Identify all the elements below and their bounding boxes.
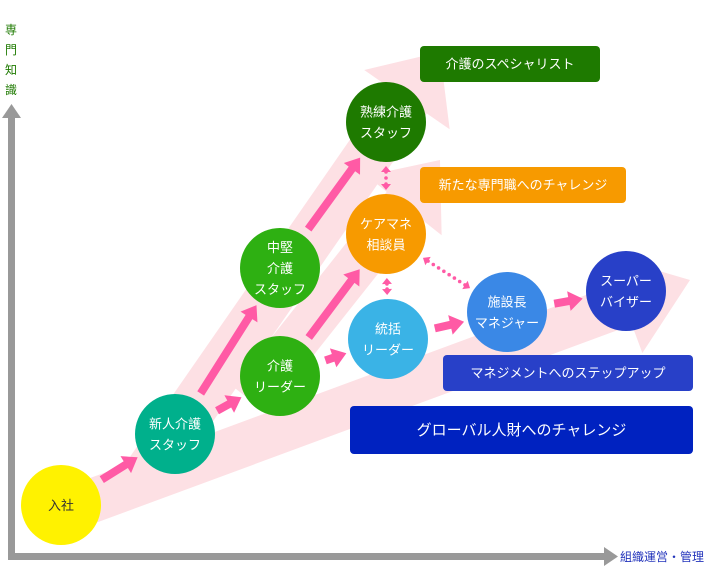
dot [452, 276, 457, 280]
solid-arrow [324, 348, 347, 368]
dot [385, 282, 389, 286]
solid-arrow [433, 315, 465, 335]
connection-arrows [99, 157, 583, 484]
node-label: スタッフ [360, 127, 412, 142]
dot [457, 279, 462, 284]
label-management: マネジメントへのステップアップ [443, 355, 693, 391]
node-circle [346, 194, 426, 274]
y-axis-arrow-icon [2, 104, 21, 118]
label-text: マネジメントへのステップアップ [470, 367, 665, 382]
solid-arrow [305, 269, 360, 340]
node-label: 介護 [267, 261, 293, 277]
dot [447, 272, 451, 277]
node-label: 入社 [48, 498, 74, 514]
node-circle [348, 299, 428, 379]
label-specialist: 介護のスペシャリスト [420, 46, 600, 82]
solid-arrow [99, 456, 138, 484]
dot [431, 262, 436, 267]
dot [426, 259, 430, 263]
node-nyusha: 入社 [21, 465, 101, 545]
dotted-double-arrow [381, 166, 391, 190]
dot [384, 182, 388, 186]
node-circle [240, 336, 320, 416]
node-label: ケアマネ [360, 218, 412, 233]
dot [442, 269, 446, 274]
dot [384, 176, 388, 180]
label-box [350, 406, 693, 454]
dot [463, 283, 467, 287]
node-label: 新人介護 [149, 417, 201, 433]
node-label: 施設長 [487, 295, 526, 311]
label-global: グローバル人財へのチャレンジ [350, 406, 693, 454]
label-new-specialty: 新たな専門職へのチャレンジ [420, 167, 626, 203]
node-label: マネジャー [475, 317, 539, 332]
dotted-double-arrow [422, 256, 471, 290]
node-label: スタッフ [149, 439, 201, 454]
arrowhead-icon [381, 184, 391, 190]
label-box [420, 46, 600, 82]
y-axis-label-char: 識 [5, 83, 17, 97]
node-label: 熟練介護 [360, 105, 412, 121]
node-label: リーダー [362, 344, 414, 359]
dot [436, 266, 441, 270]
node-label: 相談員 [366, 238, 405, 254]
node-circle [586, 251, 666, 331]
label-text: 介護のスペシャリスト [445, 57, 574, 73]
y-axis-label-char: 門 [5, 43, 17, 57]
x-axis-line [8, 553, 608, 560]
solid-arrow [553, 291, 583, 311]
solid-arrow [304, 157, 361, 232]
solid-arrow [197, 305, 258, 396]
label-text: グローバル人財へのチャレンジ [417, 421, 627, 439]
node-circle [135, 394, 215, 474]
y-axis-line [8, 115, 15, 560]
arrowhead-icon [381, 277, 392, 285]
label-box [443, 355, 693, 391]
node-label: 統括 [375, 323, 401, 338]
node-circle [240, 228, 320, 308]
label-box [420, 167, 626, 203]
node-label: スーパー [600, 275, 652, 290]
x-axis-label: 組織運営・管理 [620, 549, 704, 564]
node-label: リーダー [254, 381, 306, 396]
x-axis-arrow-icon [604, 547, 618, 566]
arrowhead-icon [381, 166, 391, 172]
dot [385, 287, 389, 291]
node-circle [467, 272, 547, 352]
label-text: 新たな専門職へのチャレンジ [439, 178, 608, 194]
node-label: バイザー [600, 296, 652, 311]
node-label: スタッフ [254, 283, 306, 298]
node-label: 介護 [267, 359, 293, 375]
dotted-double-arrow [381, 277, 393, 296]
node-circle [346, 82, 426, 162]
node-label: 中堅 [267, 241, 293, 256]
career-nodes: 入社新人介護スタッフ中堅介護スタッフ介護リーダー熟練介護スタッフケアマネ相談員統… [21, 82, 666, 545]
dot [384, 170, 388, 174]
y-axis-label-char: 専 [5, 23, 17, 37]
solid-arrow [215, 395, 242, 415]
y-axis-label-char: 知 [5, 63, 17, 77]
arrowhead-icon [382, 288, 393, 296]
node-circle [21, 465, 101, 545]
category-labels: 介護のスペシャリスト新たな専門職へのチャレンジマネジメントへのステップアップグロ… [350, 46, 693, 454]
